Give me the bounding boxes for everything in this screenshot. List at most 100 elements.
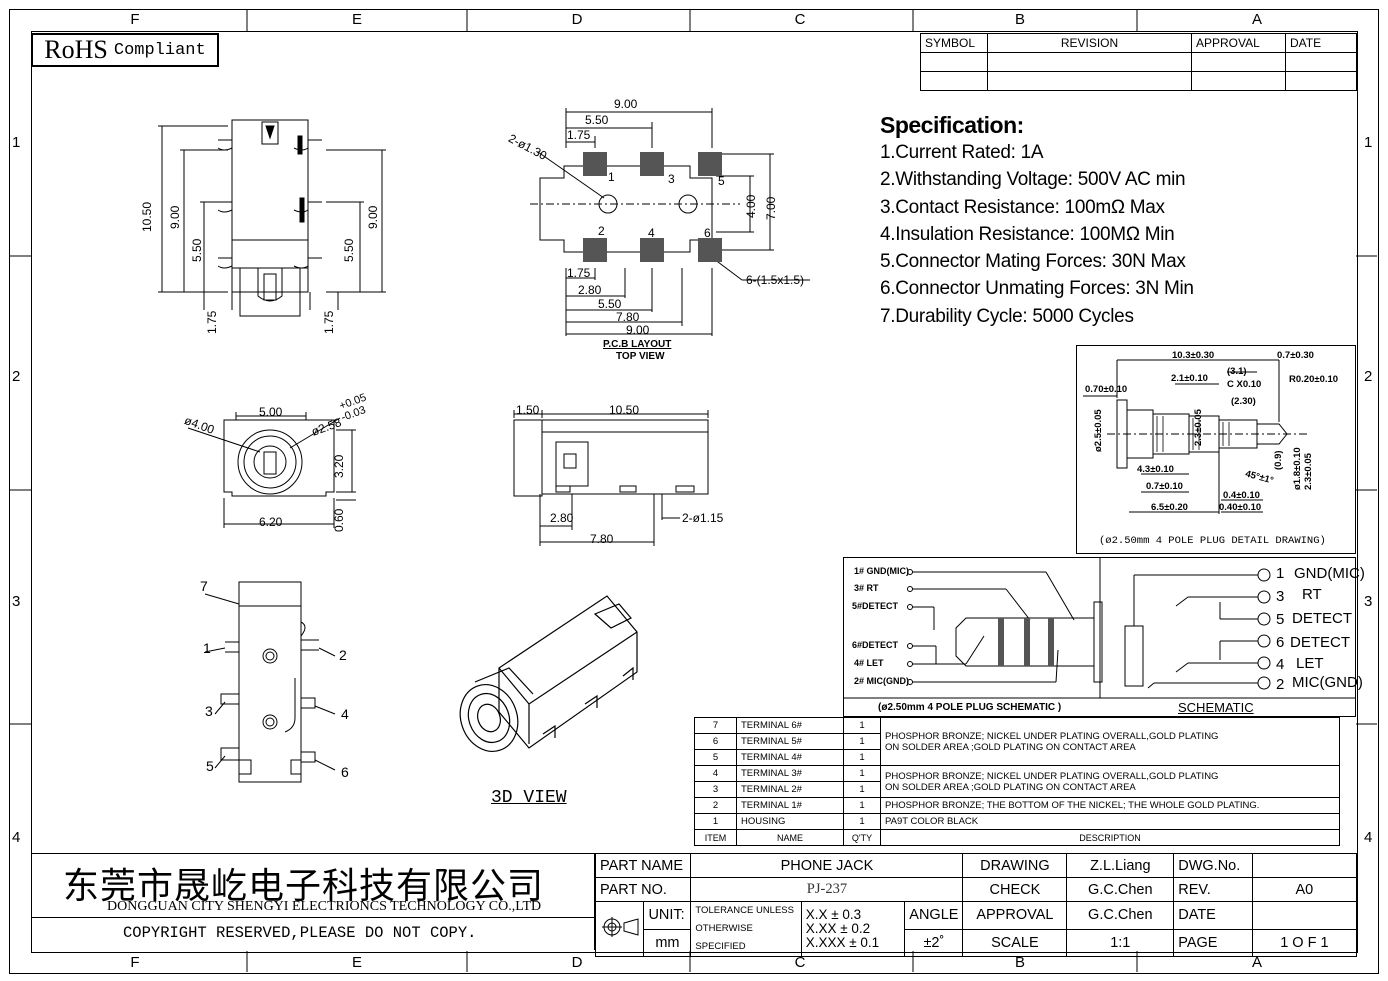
approval-label: APPROVAL (962, 901, 1068, 930)
zone-row-1-right: 1 (1364, 134, 1373, 151)
front-dim-0-60: 0.60 (332, 508, 346, 532)
pcb-subcaption: TOP VIEW (616, 351, 665, 362)
sch-pin-4: 4 (1276, 656, 1285, 673)
plug-dim-2-3-b: 2.3±0.05 (1303, 453, 1314, 490)
sch-pin-2: 2 (1276, 676, 1285, 693)
sch-name-4: LET (1296, 655, 1324, 672)
schematic-box: 1# GND(MIC) 3# RT 5#DETECT 6#DETECT 4# L… (843, 557, 1365, 717)
zone-row-2-right: 2 (1364, 368, 1373, 385)
company-name-en: DONGGUAN CITY SHENGYI ELECTRIONCS TECHNO… (107, 899, 542, 914)
side-dim-5-50-right: 5.50 (342, 238, 356, 262)
sch-pin-3: 3 (1276, 588, 1285, 605)
schematic-caption: SCHEMATIC (1178, 700, 1254, 715)
bottom-label-2: 2 (339, 647, 347, 663)
revision-table: SYMBOL REVISION APPROVAL DATE (920, 33, 1357, 91)
spec-title: Specification: (880, 112, 1024, 138)
pcb-dim-7-80: 7.80 (616, 310, 640, 324)
plug-dim-2-3-a: 2.3±0.05 (1193, 409, 1204, 446)
plug-dim-3-1: (3.1) (1227, 366, 1247, 377)
pcb-caption: P.C.B LAYOUT (603, 339, 672, 350)
zone-row-4-left: 4 (12, 829, 21, 846)
part-name-label: PART NAME (594, 853, 692, 878)
specification-block: Specification: 1.Current Rated: 1A 2.Wit… (880, 112, 1194, 330)
bottom-label-3: 3 (205, 703, 213, 719)
table-row: 6 TERMINAL 5# 1 (694, 733, 1340, 750)
plug-sch-label-1: 1# GND(MIC) (854, 566, 910, 576)
tolerance-note: TOLERANCE UNLESS OTHERWISE SPECIFIED (690, 901, 802, 957)
plug-dim-10-3: 10.3±0.30 (1172, 350, 1215, 361)
rev-header-date: DATE (1285, 33, 1357, 53)
plug-dim-dia-2-5: ø2.5±0.05 (1093, 409, 1104, 452)
plug-detail-drawing (1083, 359, 1307, 514)
pcb-pad-1: 1 (608, 170, 615, 184)
zone-row-2-left: 2 (12, 368, 21, 385)
projection-symbol-icon (594, 901, 645, 957)
zone-col-f-top: F (130, 11, 140, 28)
zone-col-a-top: A (1251, 11, 1262, 28)
table-row: 1 HOUSING 1 PA9T COLOR BLACK (694, 813, 1340, 830)
front-dim-3-20: 3.20 (332, 454, 346, 478)
pcb-dim-2-80: 2.80 (578, 283, 602, 297)
table-row: 7 TERMINAL 6# 1 PHOSPHOR BRONZE; NICKEL … (694, 717, 1340, 766)
pcb-dim-5-50-top: 5.50 (585, 113, 609, 127)
plug-sch-label-4: 4# LET (854, 658, 884, 668)
company-block: 东莞市晟屹电子科技有限公司 DONGGUAN CITY SHENGYI ELEC… (31, 853, 595, 950)
zone-col-e-top: E (351, 11, 362, 28)
side2-dim-7-80: 7.80 (590, 532, 614, 546)
zone-col-f-bottom: F (130, 954, 140, 971)
angle-label: ANGLE (904, 901, 964, 930)
side-view-drawing (158, 119, 386, 317)
check-label: CHECK (962, 877, 1068, 902)
sch-pin-1: 1 (1276, 565, 1285, 582)
side-dim-1-75-right: 1.75 (322, 310, 336, 334)
plug-dim-chamfer: C X0.10 (1227, 379, 1262, 390)
rohs-main: RoHS (44, 35, 108, 64)
spec-item-3: 3.Contact Resistance: 100mΩ Max (880, 196, 1165, 218)
plug-sch-label-3: 3# RT (854, 583, 879, 593)
plug-dim-0-7-top: 0.7±0.30 (1277, 350, 1314, 361)
drawing-value: Z.L.Liang (1066, 853, 1175, 878)
zone-col-d-bottom: D (571, 954, 583, 971)
page-value: 1 O F 1 (1251, 928, 1358, 957)
angle-value: ±2˚ (904, 928, 964, 957)
front-dim-6-20: 6.20 (259, 515, 283, 529)
side2-dim-2-dia-1-15: 2-ø1.15 (682, 511, 724, 525)
plug-dim-0-4: 0.4±0.10 (1223, 490, 1260, 501)
part-no-label: PART NO. (594, 877, 692, 902)
zone-col-b-bottom: B (1014, 954, 1025, 971)
scale-value: 1:1 (1066, 928, 1175, 957)
approval-value: G.C.Chen (1066, 901, 1175, 930)
table-row: 2 TERMINAL 1# 1 PHOSPHOR BRONZE; THE BOT… (694, 797, 1340, 814)
copyright-text: COPYRIGHT RESERVED,PLEASE DO NOT COPY. (123, 924, 477, 942)
rev-value: A0 (1251, 877, 1358, 902)
plug-sch-label-2: 2# MIC(GND) (854, 676, 910, 686)
plug-dim-0-40: 0.40±0.10 (1219, 502, 1262, 513)
sch-name-1: GND(MIC) (1294, 565, 1365, 582)
date-label: DATE (1173, 901, 1253, 930)
rev-header-revision: REVISION (987, 33, 1192, 53)
tolerance-values: X.X ± 0.3 X.XX ± 0.2 X.XXX ± 0.1 (800, 901, 906, 957)
zone-col-a-bottom: A (1251, 954, 1262, 971)
spec-item-6: 6.Connector Unmating Forces: 3N Min (880, 278, 1194, 300)
zone-row-4-right: 4 (1364, 829, 1373, 846)
schematic-drawing (844, 558, 1355, 699)
pcb-dim-1-75-bottom: 1.75 (567, 266, 591, 280)
bottom-view-drawing (204, 581, 336, 783)
zone-col-e-bottom: E (351, 954, 362, 971)
rohs-sub: Compliant (113, 40, 206, 60)
bom-table: 7 TERMINAL 6# 1 PHOSPHOR BRONZE; NICKEL … (694, 717, 1340, 846)
pcb-dim-1-75-top: 1.75 (567, 128, 591, 142)
check-value: G.C.Chen (1066, 877, 1175, 902)
drawing-label: DRAWING (962, 853, 1068, 878)
pcb-pad-6: 6 (704, 226, 711, 240)
bom-header-row: ITEM NAME Q'TY DESCRIPTION (694, 829, 1340, 846)
rohs-badge: RoHS Compliant (31, 33, 219, 67)
plug-dim-0-70: 0.70±0.10 (1085, 384, 1128, 395)
side-dim-5-50-left: 5.50 (190, 238, 204, 262)
pcb-dim-9-00-bottom: 9.00 (626, 323, 650, 337)
spec-item-2: 2.Withstanding Voltage: 500V AC min (880, 169, 1186, 191)
plug-sch-label-5: 5#DETECT (852, 601, 899, 611)
part-name-value: PHONE JACK (690, 853, 964, 878)
side2-dim-2-80: 2.80 (550, 511, 574, 525)
